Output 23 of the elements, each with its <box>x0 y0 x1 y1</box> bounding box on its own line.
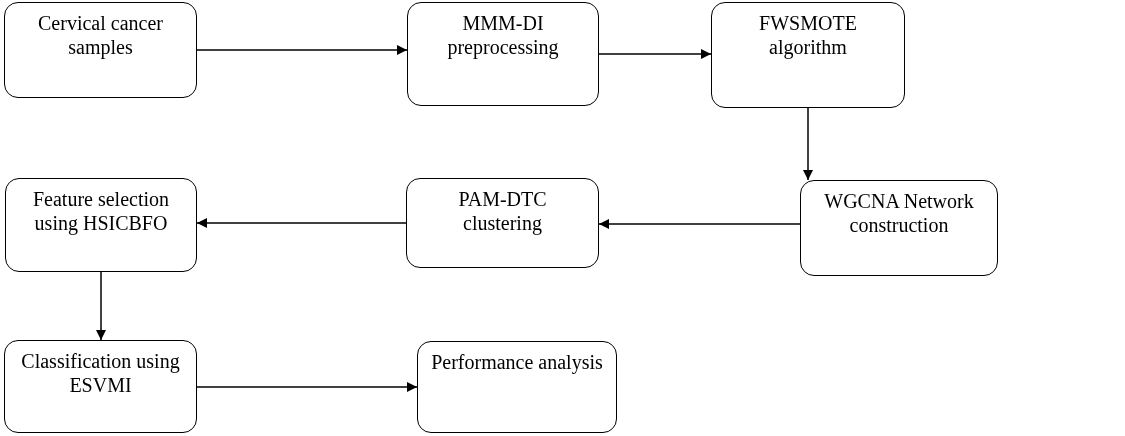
process-box <box>5 178 197 272</box>
box-label: Feature selection using HSICBFO <box>31 187 171 235</box>
box-label: FWSMOTE algorithm <box>758 11 858 59</box>
process-box <box>417 341 617 433</box>
process-box <box>4 2 197 98</box>
arrow <box>196 218 407 228</box>
arrow <box>196 382 418 392</box>
box-label: Cervical cancer samples <box>37 11 164 59</box>
box-label: Performance analysis <box>430 350 604 374</box>
process-box <box>407 2 599 106</box>
process-box <box>711 2 905 108</box>
box-label: MMM-DI preprocessing <box>446 11 560 59</box>
box-label: Classification using ESVMI <box>20 349 181 397</box>
process-box <box>4 340 197 433</box>
arrow <box>196 45 408 55</box>
process-box <box>800 180 998 276</box>
arrow <box>598 49 712 59</box>
arrow <box>598 219 801 229</box>
box-label: PAM-DTC clustering <box>457 187 548 235</box>
arrow <box>803 107 813 181</box>
process-box <box>406 178 599 268</box>
box-label: WGCNA Network construction <box>823 189 975 237</box>
arrow <box>96 271 106 341</box>
